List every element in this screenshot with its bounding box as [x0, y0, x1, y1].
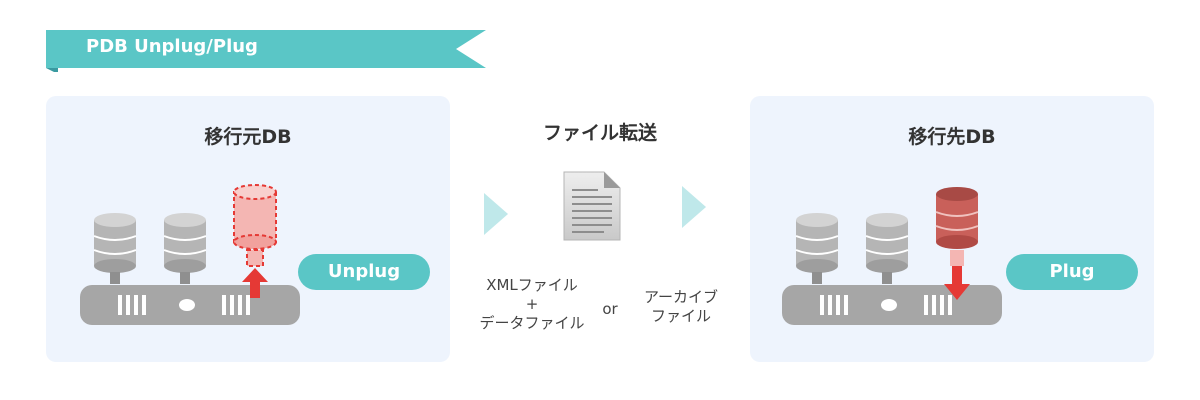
caption-line: ファイル [650, 307, 711, 325]
source-db-title: 移行元DB [204, 126, 292, 148]
caption-line: XMLファイル [486, 276, 578, 294]
document-icon [563, 171, 621, 241]
down-arrow-icon [944, 266, 970, 300]
caption-line: アーカイブ [643, 288, 719, 306]
or-label: or [602, 300, 618, 318]
caption-line: + [525, 295, 539, 313]
database-icon [93, 213, 137, 284]
plug-button[interactable]: Plug [1006, 254, 1138, 290]
database-icon [163, 213, 207, 284]
xml-data-file-option: XMLファイル + データファイル [462, 276, 602, 333]
source-db-illustration [80, 184, 300, 325]
target-db-illustration [782, 187, 1002, 325]
rack-vent-left [118, 295, 146, 315]
right-arrow-icon [484, 193, 508, 235]
rack-vent-right [924, 295, 952, 315]
unplugged-database-icon [233, 184, 277, 267]
right-arrow-icon [682, 186, 706, 228]
plugged-database-icon [935, 187, 979, 266]
database-icon [865, 213, 909, 284]
banner-title: PDB Unplug/Plug [86, 36, 258, 57]
unplug-button[interactable]: Unplug [298, 254, 430, 290]
file-transfer-title: ファイル転送 [542, 122, 657, 144]
up-arrow-icon [242, 268, 268, 298]
rack-vent-right [222, 295, 250, 315]
caption-line: データファイル [479, 314, 585, 332]
rack-indicator [881, 299, 897, 311]
section-banner: PDB Unplug/Plug [46, 30, 486, 72]
rack-indicator [179, 299, 195, 311]
rack-vent-left [820, 295, 848, 315]
archive-file-option: アーカイブ ファイル [626, 288, 736, 326]
database-icon [795, 213, 839, 284]
banner-ribbon-shape [46, 30, 486, 72]
target-db-title: 移行先DB [908, 126, 996, 148]
